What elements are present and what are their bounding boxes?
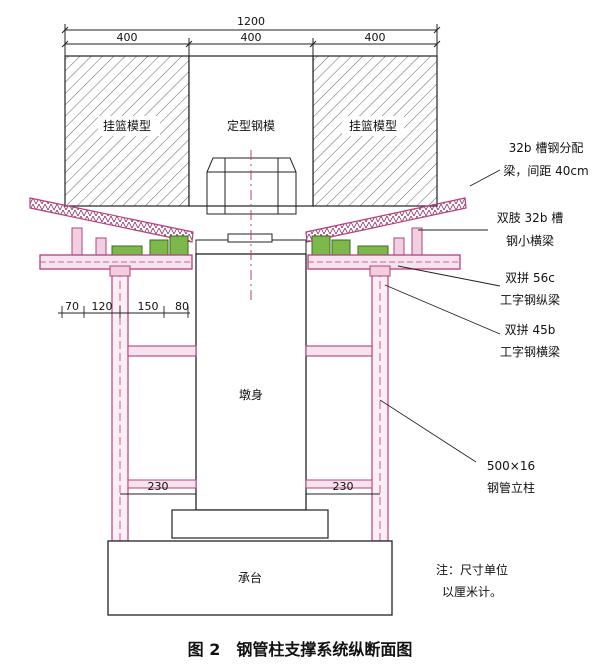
- pile-cap: [107, 540, 393, 616]
- dim-total: 1200: [237, 15, 265, 28]
- longitudinal-beam-right: [307, 254, 461, 270]
- callout-small-crossbeam-2: 钢小横梁: [506, 233, 554, 248]
- dim-230-right: 230: [333, 480, 354, 493]
- dim-middle: 400: [241, 31, 262, 44]
- top-dimension-lines: [61, 24, 441, 56]
- callout-distribution-beam-1: 32b 槽钢分配: [509, 141, 584, 155]
- leader-lines: [379, 169, 501, 463]
- callout-steel-tube-1: 500×16: [487, 459, 535, 473]
- dim-left: 400: [117, 31, 138, 44]
- distribution-beam-right: [305, 197, 467, 243]
- figure-caption: 图 2 钢管柱支撑系统纵断面图: [188, 640, 413, 659]
- small-crossbeams-right: [311, 227, 423, 257]
- callout-small-crossbeam-1: 双肢 32b 槽: [497, 210, 564, 225]
- callout-cross-beam-2: 工字钢横梁: [500, 344, 560, 359]
- dim-150: 150: [138, 300, 159, 313]
- label-pier-body: 墩身: [239, 387, 263, 402]
- steel-tube-column-right: [369, 265, 391, 542]
- callout-longitudinal-beam-1: 双拼 56c: [505, 271, 555, 285]
- cross-beam-left: [127, 345, 197, 489]
- label-fixed-steel-form: 定型钢模: [227, 118, 275, 133]
- callout-distribution-beam-2: 梁，间距 40cm: [503, 163, 588, 178]
- distribution-beam-left: [29, 197, 194, 243]
- label-hanging-basket-right: 挂篮模型: [349, 118, 397, 133]
- pier-top-block: [227, 233, 273, 243]
- small-dimension-lines: [58, 306, 190, 318]
- callout-steel-tube-2: 钢管立柱: [487, 480, 535, 495]
- dim-230-left: 230: [148, 480, 169, 493]
- dim-80: 80: [175, 300, 189, 313]
- label-hanging-basket-left: 挂篮模型: [103, 118, 151, 133]
- note-line-1: 注：尺寸单位: [436, 562, 508, 577]
- note-line-2: 以厘米计。: [442, 585, 502, 599]
- dim-120: 120: [92, 300, 113, 313]
- label-pile-cap: 承台: [238, 570, 262, 585]
- dim-right: 400: [365, 31, 386, 44]
- cross-beam-right: [305, 345, 373, 489]
- callout-longitudinal-beam-2: 工字钢纵梁: [500, 292, 560, 307]
- dim-70: 70: [65, 300, 79, 313]
- fixed-steel-form: [188, 55, 314, 207]
- callout-cross-beam-1: 双拼 45b: [505, 323, 556, 337]
